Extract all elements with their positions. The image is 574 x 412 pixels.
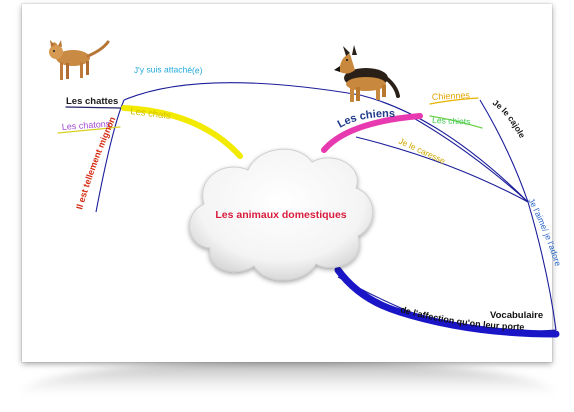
node-vocabulaire: Vocabulaire — [490, 310, 543, 321]
link-adore: Je l'aime/ je l'adore — [526, 196, 563, 267]
node-les-chats: Les chats — [130, 106, 172, 122]
branch-dogs — [321, 113, 423, 153]
cat-illustration-icon — [49, 40, 110, 80]
branch-vocab — [334, 266, 560, 338]
node-les-chatons: Les chatons — [61, 119, 111, 132]
node-les-chiots: Les chiots — [432, 115, 471, 127]
node-les-chattes: Les chattes — [66, 96, 118, 107]
central-topic-cloud[interactable] — [189, 148, 374, 281]
node-chiennes: Chiennes — [432, 90, 471, 102]
link-cajole: Je le cajole — [491, 97, 528, 140]
central-topic-label: Les animaux domestiques — [215, 209, 346, 221]
link-attached: J'y suis attaché(e) — [134, 64, 203, 75]
dog-illustration-icon — [334, 45, 400, 102]
branch-cats — [121, 105, 243, 159]
